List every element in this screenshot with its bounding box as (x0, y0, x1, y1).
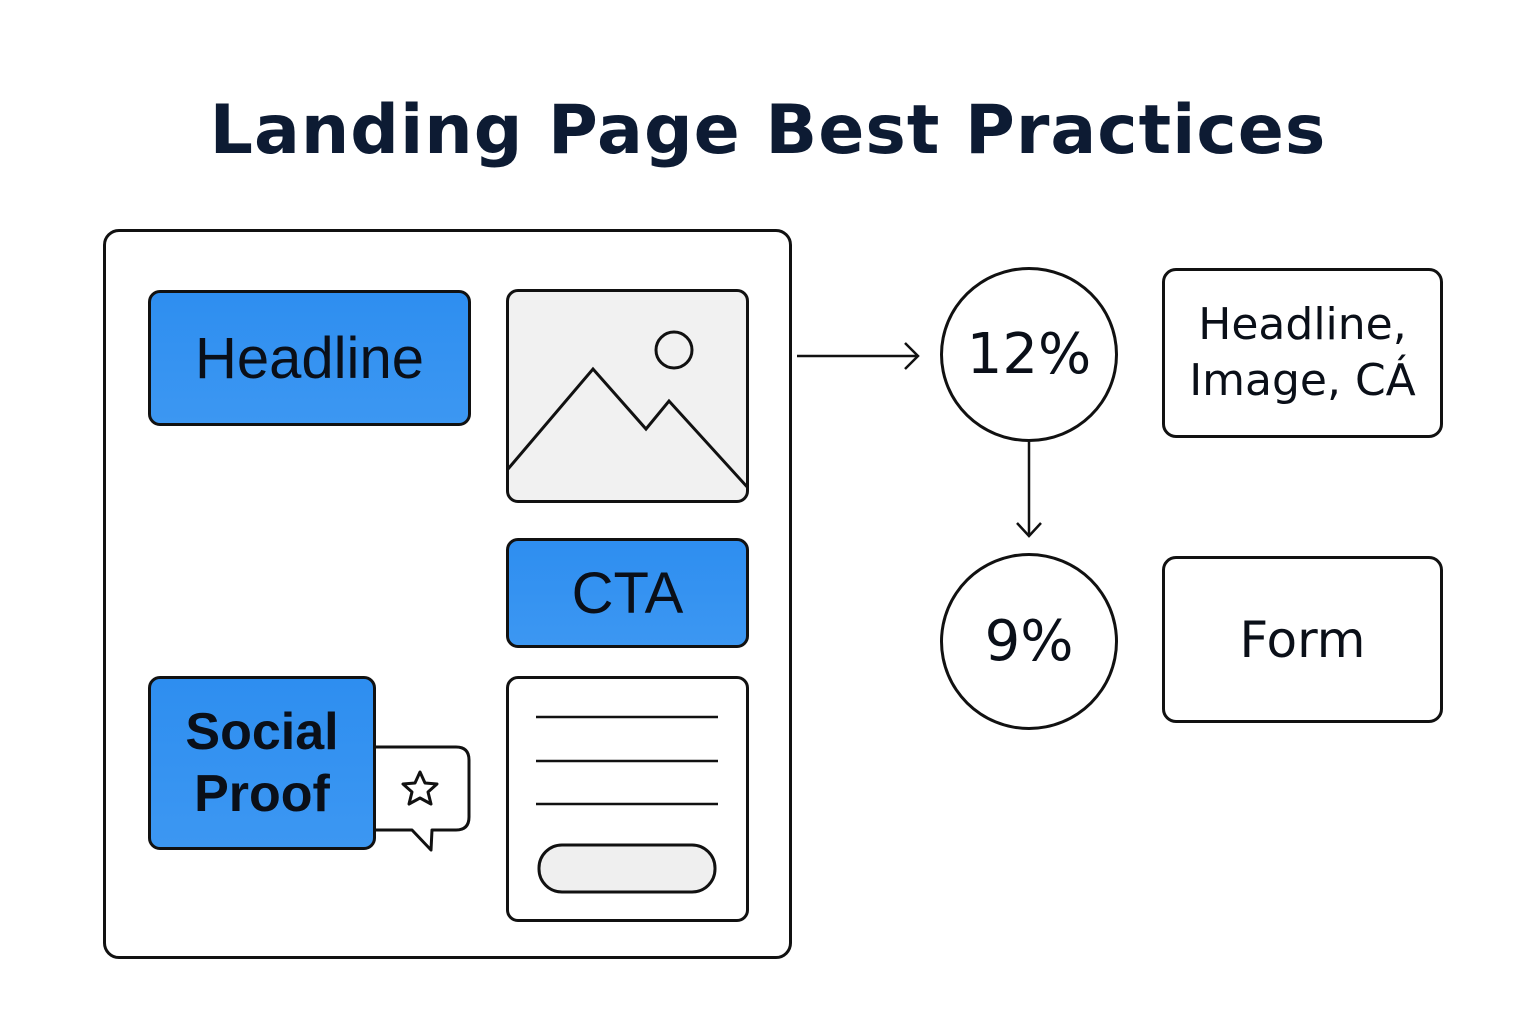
social-proof-label-line2: Proof (194, 765, 330, 823)
image-placeholder-icon (509, 330, 746, 488)
elements-box-top-line2: Image, CÁ (1189, 355, 1416, 406)
arrow-down-head (1016, 522, 1042, 538)
image-placeholder (506, 289, 749, 503)
arrow-right-head (904, 342, 920, 370)
stat-bottom-value: 9% (984, 609, 1074, 674)
headline-block: Headline (148, 290, 471, 426)
social-proof-label-line1: Social (185, 703, 339, 761)
cta-label: CTA (571, 560, 684, 626)
elements-box-bottom-label: Form (1239, 610, 1366, 669)
elements-box-bottom: Form (1162, 556, 1443, 723)
elements-box-top: Headline, Image, CÁ (1162, 268, 1443, 438)
page-title: Landing Page Best Practices (209, 91, 1327, 170)
headline-label: Headline (195, 325, 424, 391)
cta-button-block: CTA (506, 538, 749, 648)
stat-top-value: 12% (966, 322, 1092, 387)
stat-circle-bottom: 9% (940, 553, 1118, 730)
social-proof-block: Social Proof (148, 676, 376, 850)
stat-circle-top: 12% (940, 267, 1118, 442)
elements-box-top-line1: Headline, (1198, 299, 1407, 350)
form-block (506, 676, 749, 922)
